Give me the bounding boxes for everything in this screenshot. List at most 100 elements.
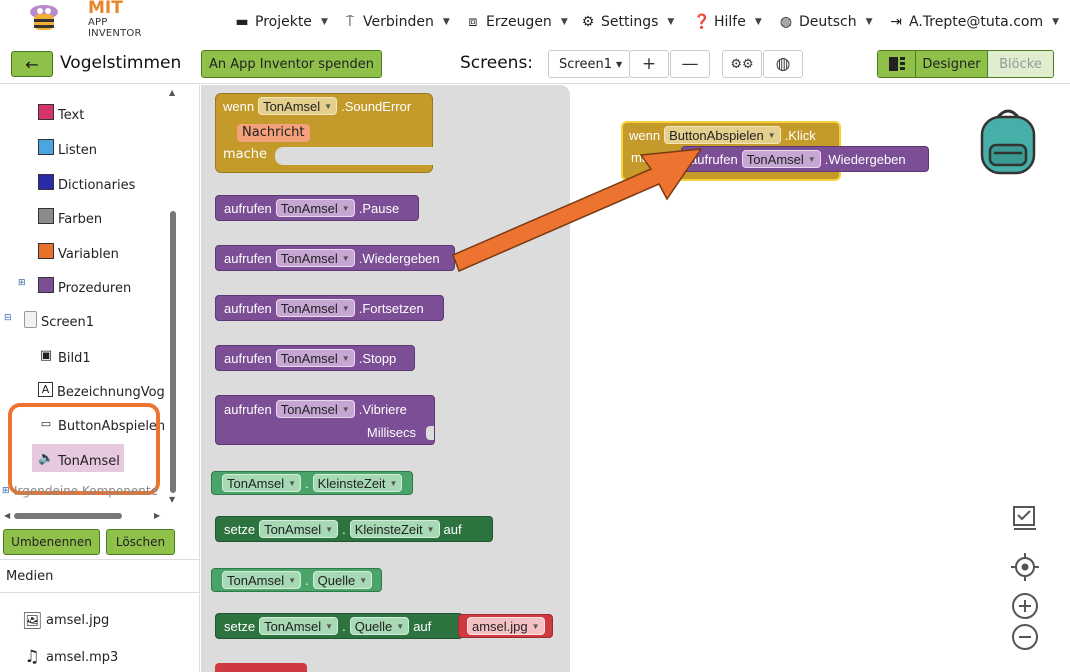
tree-item-prozeduren[interactable]: Prozeduren: [38, 275, 131, 296]
property-dropdown[interactable]: KleinsteZeit▼: [312, 474, 403, 492]
property-dropdown[interactable]: Quelle▼: [349, 617, 410, 635]
tree-vertical-scrollbar[interactable]: ▲ ▼: [168, 85, 178, 505]
menu-projekte[interactable]: ▬ Projekte▼: [234, 10, 327, 34]
menu-verbinden[interactable]: ⍑ Verbinden▼: [342, 10, 450, 34]
block-call-fortsetzen[interactable]: aufrufen TonAmsel▼ .Fortsetzen: [215, 295, 444, 321]
expand-icon[interactable]: ⊞: [2, 486, 10, 496]
component-dropdown[interactable]: TonAmsel▼: [258, 97, 338, 115]
tree-item-any-component[interactable]: Irgendeine Komponente: [14, 481, 158, 501]
component-dropdown[interactable]: TonAmsel▼: [259, 520, 339, 538]
delete-button[interactable]: Löschen: [106, 529, 175, 555]
block-media-amsel-jpg[interactable]: amsel.jpg▼: [458, 614, 553, 638]
center-target-icon[interactable]: [1011, 553, 1039, 587]
component-dropdown[interactable]: ButtonAbspielen▼: [664, 126, 781, 144]
call-label: aufrufen: [224, 350, 272, 366]
media-item-label: amsel.jpg: [46, 613, 110, 628]
component-dropdown[interactable]: TonAmsel▼: [275, 249, 355, 267]
app-inventor-logo[interactable]: MIT APP INVENTOR: [20, 0, 150, 40]
scroll-left-icon[interactable]: ◀: [4, 511, 11, 520]
block-call-stopp[interactable]: aufrufen TonAmsel▼ .Stopp: [215, 345, 415, 371]
menu-erzeugen[interactable]: ⧈ Erzeugen▼: [465, 10, 568, 34]
scroll-down-icon[interactable]: ▼: [169, 495, 176, 504]
block-set-quelle[interactable]: setze TonAmsel▼ . Quelle▼ auf: [215, 613, 463, 639]
tree-item-farben[interactable]: Farben: [38, 206, 102, 227]
screen-select[interactable]: Screen1▼: [548, 50, 630, 78]
block-call-pause[interactable]: aufrufen TonAmsel▼ .Pause: [215, 195, 419, 221]
tree-item-variablen[interactable]: Variablen: [38, 241, 119, 262]
folder-icon: ▬: [235, 14, 249, 30]
component-dropdown[interactable]: TonAmsel▼: [222, 571, 301, 589]
media-item-amsel-jpg[interactable]: 🖼amsel.jpg: [22, 611, 109, 630]
menu-settings[interactable]: ⚙ Settings▼: [580, 10, 675, 34]
designer-button[interactable]: Designer: [916, 51, 988, 77]
property-dropdown[interactable]: KleinsteZeit▼: [349, 520, 440, 538]
component-dropdown[interactable]: TonAmsel▼: [275, 199, 355, 217]
menu-verbinden-label: Verbinden: [363, 14, 434, 30]
menu-account[interactable]: ⇥ A.Trepte@tuta.com▼: [888, 10, 1059, 34]
component-dropdown[interactable]: TonAmsel▼: [275, 299, 355, 317]
back-button[interactable]: ←: [11, 51, 53, 77]
block-get-kleinstezeit[interactable]: TonAmsel▼ . KleinsteZeit▼: [211, 471, 413, 495]
caret-down-icon: ▼: [341, 353, 350, 363]
block-call-wiedergeben-placed[interactable]: aufrufen TonAmsel▼ .Wiedergeben: [681, 146, 929, 172]
rename-button[interactable]: Umbenennen: [3, 529, 100, 555]
tree-item-listen[interactable]: Listen: [38, 137, 97, 158]
block-sound-error-event[interactable]: wenn TonAmsel▼ .SoundError Nachricht mac…: [215, 93, 435, 173]
tree-item-bild1[interactable]: ▣Bild1: [38, 345, 91, 366]
globe-button[interactable]: ◍: [763, 50, 803, 78]
backpack-icon[interactable]: [976, 105, 1040, 175]
tree-item-buttonabspielen[interactable]: ▭ButtonAbspielen: [38, 413, 165, 434]
call-label: aufrufen: [224, 200, 272, 216]
label-icon: A: [38, 381, 53, 397]
block-get-quelle[interactable]: TonAmsel▼ . Quelle▼: [211, 568, 382, 592]
screen-select-value: Screen1: [559, 56, 612, 72]
component-dropdown[interactable]: TonAmsel▼: [275, 400, 355, 418]
component-dropdown[interactable]: TonAmsel▼: [222, 474, 301, 492]
remove-screen-button[interactable]: —: [670, 50, 710, 78]
menu-language[interactable]: ◍ Deutsch▼: [778, 10, 873, 34]
block-set-kleinstezeit[interactable]: setze TonAmsel▼ . KleinsteZeit▼ auf: [215, 516, 493, 542]
blocks-button[interactable]: Blöcke: [988, 51, 1053, 77]
media-dropdown[interactable]: amsel.jpg▼: [467, 617, 545, 635]
dropdown-value: KleinsteZeit: [317, 475, 386, 491]
donate-button[interactable]: An App Inventor spenden: [201, 50, 382, 78]
tree-horizontal-scrollbar[interactable]: ◀ ▶: [4, 511, 162, 521]
caret-down-icon: ▼: [615, 59, 623, 69]
caret-down-icon: ▼: [341, 203, 350, 213]
property-dropdown[interactable]: Quelle▼: [312, 571, 373, 589]
component-dropdown[interactable]: TonAmsel▼: [275, 349, 355, 367]
parameter-nachricht[interactable]: Nachricht: [237, 121, 310, 142]
component-dropdown[interactable]: TonAmsel▼: [741, 150, 821, 168]
toggle-panel-button[interactable]: [878, 51, 916, 77]
tree-item-text[interactable]: Text: [38, 102, 84, 123]
tree-item-screen1[interactable]: Screen1: [24, 309, 94, 330]
expand-icon[interactable]: ⊞: [18, 278, 26, 288]
gears-icon: ⚙⚙: [730, 56, 754, 72]
block-call-vibriere[interactable]: aufrufen TonAmsel▼ .Vibriere Millisecs: [215, 395, 435, 445]
component-dropdown[interactable]: TonAmsel▼: [259, 617, 339, 635]
blocks-workspace[interactable]: wenn TonAmsel▼ .SoundError Nachricht mac…: [201, 85, 1070, 672]
zoom-in-icon[interactable]: [1011, 592, 1039, 626]
project-properties-button[interactable]: ⚙⚙: [722, 50, 762, 78]
method-name: .Vibriere: [358, 401, 407, 417]
scroll-up-icon[interactable]: ▲: [169, 88, 176, 97]
cleanup-checklist-icon[interactable]: [1012, 505, 1038, 537]
add-screen-button[interactable]: +: [629, 50, 669, 78]
dropdown-value: KleinsteZeit: [354, 521, 423, 537]
scroll-thumb[interactable]: [170, 211, 176, 493]
block-call-wiedergeben[interactable]: aufrufen TonAmsel▼ .Wiedergeben: [215, 245, 455, 271]
menu-hilfe[interactable]: ❓ Hilfe▼: [693, 10, 762, 34]
zoom-out-icon[interactable]: [1011, 623, 1039, 657]
tree-item-dictionaries[interactable]: Dictionaries: [38, 172, 135, 193]
method-name: .Wiedergeben: [824, 151, 906, 167]
event-header: wenn TonAmsel▼ .SoundError: [215, 93, 419, 119]
scroll-right-icon[interactable]: ▶: [154, 511, 161, 520]
collapse-icon[interactable]: ⊟: [4, 313, 12, 323]
input-socket[interactable]: [426, 426, 434, 440]
media-item-amsel-mp3[interactable]: ♫amsel.mp3: [22, 647, 118, 667]
scroll-thumb[interactable]: [14, 513, 122, 519]
method-name: .Wiedergeben: [358, 250, 440, 266]
tree-item-tonamsel[interactable]: 🔈TonAmsel: [38, 448, 120, 469]
block-partial-hidden[interactable]: [215, 663, 307, 672]
